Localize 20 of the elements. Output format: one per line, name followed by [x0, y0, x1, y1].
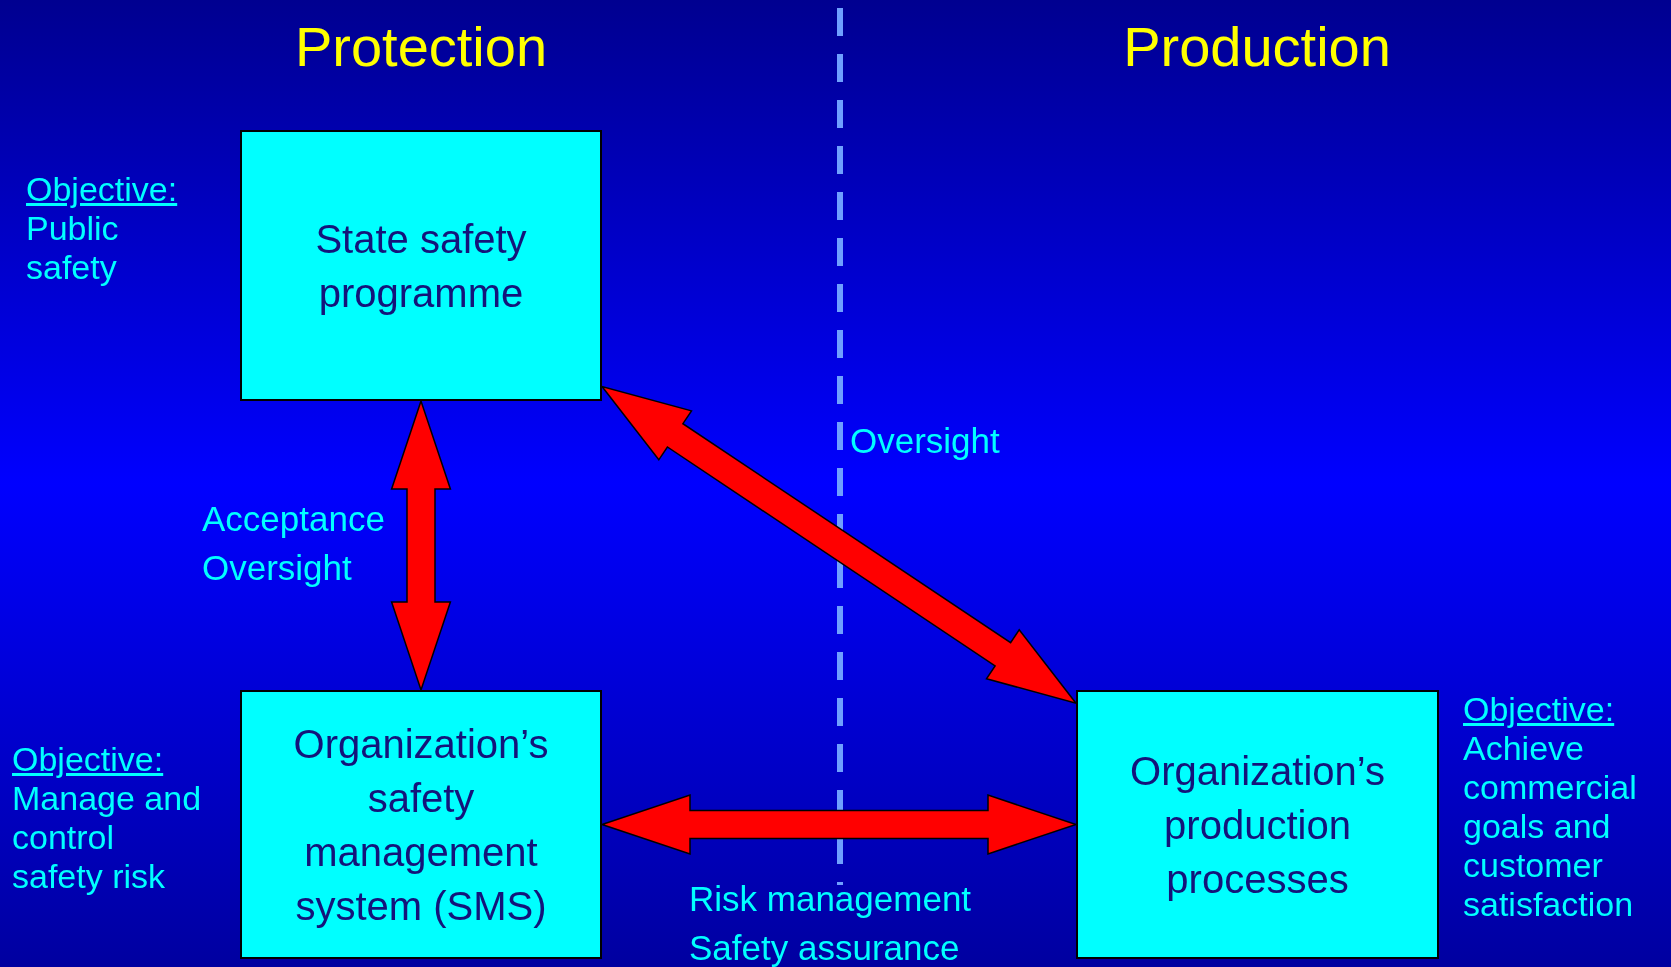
edge-label: Acceptance Oversight [202, 498, 386, 589]
edge-label: Oversight [850, 420, 1001, 462]
objective-heading: Objective: [12, 740, 165, 780]
double-block-arrow [599, 794, 1079, 855]
column-heading: Protection [294, 14, 548, 79]
process-box [1076, 690, 1439, 959]
edge-label: Risk management Safety assurance [689, 878, 973, 967]
box-text: Organization’s production processes [1129, 747, 1386, 903]
objective-text: Manage and control safety risk [12, 779, 203, 897]
double-block-arrow [390, 398, 452, 693]
box-text: Organization’s safety management system (SMS) [292, 720, 550, 930]
box-text: State safety programme [314, 215, 528, 317]
objective-heading: Objective: [26, 170, 179, 210]
process-box [240, 690, 602, 959]
process-box [240, 130, 602, 401]
column-heading: Production [1123, 14, 1391, 79]
double-block-arrow [600, 385, 1078, 705]
objective-heading: Objective: [1463, 690, 1616, 730]
objective-text: Public safety [26, 209, 120, 288]
objective-text: Achieve commercial goals and customer satisfaction [1463, 729, 1638, 925]
